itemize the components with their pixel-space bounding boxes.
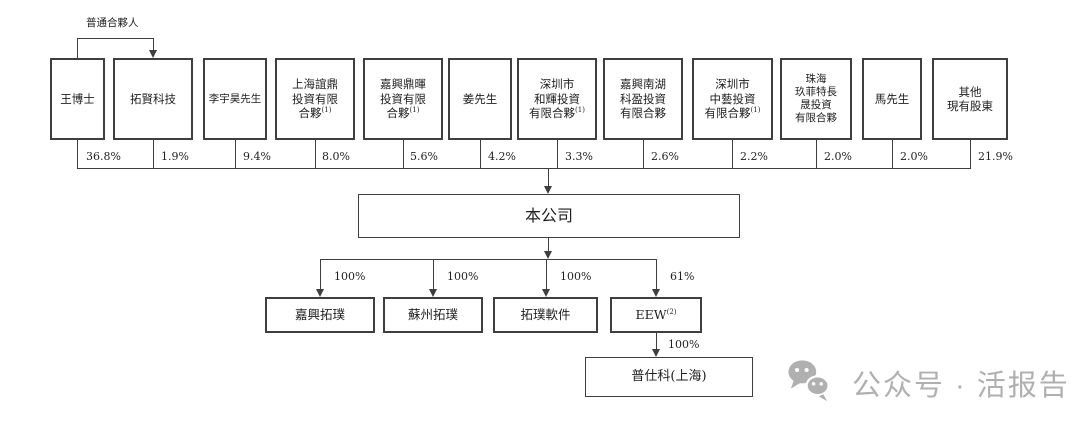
connector-line	[546, 259, 548, 290]
shareholder-name: 合夥(1)	[386, 106, 420, 121]
ownership-pct-label: 4.2%	[488, 150, 516, 163]
shareholder-name: 姜先生	[462, 91, 498, 106]
connector-line	[643, 140, 645, 168]
ownership-pct-label: 21.9%	[978, 150, 1013, 163]
bus-line	[320, 259, 656, 261]
ownership-pct-label: 2.2%	[740, 150, 768, 163]
arrowhead-down-icon	[316, 289, 324, 297]
ownership-pct-label: 100%	[334, 270, 366, 283]
ownership-pct-label: 36.8%	[86, 150, 121, 163]
connector-line	[732, 140, 734, 168]
connector-line	[548, 238, 550, 252]
ownership-pct-label: 100%	[447, 270, 479, 283]
connector-line	[403, 140, 405, 168]
ownership-pct-label: 61%	[670, 270, 695, 283]
shareholder-box: 嘉興鼎暉 投資有限 合夥(1)	[363, 58, 443, 140]
subsidiary-name: EEW(2)	[635, 306, 677, 322]
subsidiary-box: 蘇州拓璞	[383, 297, 483, 333]
shareholder-box: 深圳市 和輝投資 有限合夥(1)	[517, 58, 597, 140]
ownership-pct-label: 8.0%	[322, 150, 350, 163]
connector-line	[970, 140, 972, 168]
arrowhead-down-icon	[149, 50, 157, 58]
subsidiary-box: 拓璞軟件	[493, 297, 598, 333]
shareholder-box: 珠海 玖菲特長 晟投資 有限合夥	[780, 58, 852, 140]
shareholder-box: 嘉興南湖 科盈投資 有限合夥	[603, 58, 683, 140]
company-box: 本公司	[358, 194, 740, 238]
ownership-pct-label: 9.4%	[243, 150, 271, 163]
subsidiary-name: 嘉興拓璞	[294, 306, 345, 322]
connector-line	[77, 140, 79, 168]
subsidiary-box: 嘉興拓璞	[265, 297, 375, 333]
subsidiary-name: 拓璞軟件	[520, 306, 571, 322]
watermark-text: 公众号 · 活报告	[852, 370, 1070, 402]
shareholder-name: 有限合夥	[620, 106, 666, 121]
ownership-pct-label: 1.9%	[161, 150, 189, 163]
arrowhead-down-icon	[542, 289, 550, 297]
shareholder-box: 上海誼鼎 投資有限 合夥(1)	[275, 58, 355, 140]
shareholder-name: 馬先生	[874, 91, 910, 106]
arrowhead-down-icon	[652, 349, 660, 357]
arrowhead-down-icon	[544, 251, 552, 259]
shareholder-name: 拓賢科技	[130, 91, 176, 106]
subsidiary-box: EEW(2)	[610, 297, 702, 333]
company-name: 本公司	[524, 205, 573, 225]
shareholder-box: 馬先生	[862, 58, 922, 140]
shareholder-box: 王博士	[50, 58, 105, 140]
general-partner-label: 普通合夥人	[86, 17, 139, 29]
sub-subsidiary-box: 普仕科(上海)	[585, 357, 753, 397]
shareholder-name: 有限合夥(1)	[704, 106, 761, 121]
subsidiary-name: 蘇州拓璞	[407, 306, 458, 322]
connector-line	[656, 333, 658, 350]
connector-line	[77, 38, 154, 40]
connector-line	[77, 38, 79, 58]
shareholder-box: 李宇昊先生	[203, 58, 267, 140]
shareholder-name: 合夥(1)	[298, 106, 332, 121]
connector-line	[548, 168, 550, 188]
sub-subsidiary-name: 普仕科(上海)	[631, 368, 707, 384]
shareholder-name: 有限合夥	[795, 112, 837, 124]
ownership-pct-label: 2.0%	[900, 150, 928, 163]
ownership-pct-label: 2.0%	[824, 150, 852, 163]
shareholder-name: 有限合夥(1)	[529, 106, 585, 121]
connector-line	[153, 38, 155, 51]
shareholder-name: 現有股東	[947, 99, 993, 113]
connector-line	[433, 259, 435, 290]
ownership-pct-label: 2.6%	[651, 150, 679, 163]
connector-line	[557, 140, 559, 168]
connector-line	[315, 140, 317, 168]
arrowhead-down-icon	[652, 289, 660, 297]
shareholder-name: 王博士	[60, 91, 95, 106]
shareholder-box: 姜先生	[448, 58, 512, 140]
ownership-pct-label: 100%	[560, 270, 592, 283]
arrowhead-down-icon	[544, 186, 552, 194]
connector-line	[656, 259, 658, 290]
wechat-icon	[788, 360, 830, 402]
connector-line	[480, 140, 482, 168]
connector-line	[816, 140, 818, 168]
bus-line	[77, 168, 971, 170]
connector-line	[892, 140, 894, 168]
shareholder-name: 李宇昊先生	[208, 92, 262, 105]
ownership-pct-label: 100%	[668, 338, 700, 351]
connector-line	[235, 140, 237, 168]
ownership-pct-label: 3.3%	[565, 150, 593, 163]
connector-line	[153, 140, 155, 168]
shareholder-box: 其他 現有股東	[932, 58, 1008, 140]
shareholder-box: 深圳市 中藝投資 有限合夥(1)	[692, 58, 773, 140]
arrowhead-down-icon	[429, 289, 437, 297]
connector-line	[320, 259, 322, 290]
shareholder-box: 拓賢科技	[113, 58, 193, 140]
ownership-pct-label: 5.6%	[410, 150, 438, 163]
